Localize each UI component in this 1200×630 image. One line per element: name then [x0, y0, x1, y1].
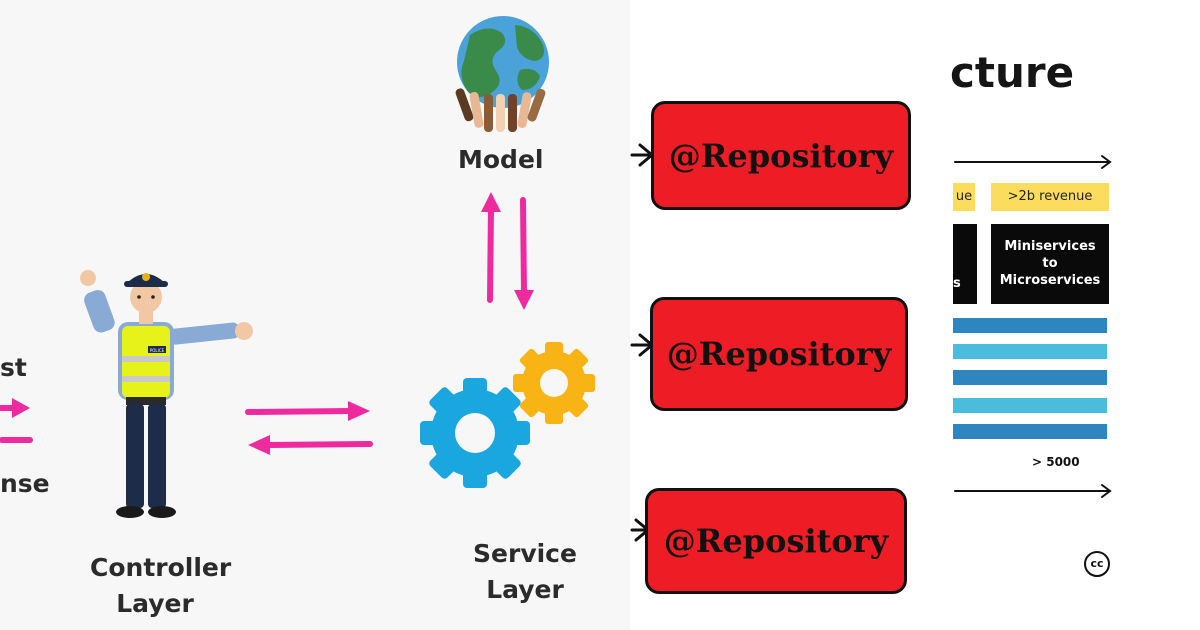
repository-input-arrows: [630, 143, 655, 542]
repository-label: @Repository: [666, 335, 892, 373]
controller-service-arrows: [245, 401, 373, 455]
globe-icon: [457, 16, 549, 108]
architecture-box-left: s: [953, 224, 977, 304]
repository-box: @Repository: [650, 297, 908, 411]
blue-gear-icon: [420, 378, 530, 488]
yellow-gear-icon: [513, 342, 595, 424]
service-band: [953, 398, 1107, 413]
service-layer-label: Service Layer: [473, 539, 577, 604]
repository-box: @Repository: [645, 488, 907, 594]
request-label-fragment: st: [0, 353, 27, 382]
architecture-box-left-text: s: [953, 276, 961, 291]
revenue-tag-right: >2b revenue: [991, 183, 1109, 211]
creative-commons-icon: cc: [1084, 551, 1110, 577]
service-band: [953, 370, 1107, 385]
revenue-tag-left: ue: [953, 183, 975, 211]
model-label: Model: [458, 145, 544, 174]
police-badge-text: POLICE: [150, 348, 165, 353]
bottom-timeline-arrowhead: [1101, 484, 1112, 498]
controller-layer-label: Controller Layer: [90, 553, 232, 618]
repository-label: @Repository: [668, 136, 894, 175]
service-count-label: > 5000: [1032, 455, 1080, 469]
service-band: [953, 424, 1107, 439]
repository-label: @Repository: [663, 522, 889, 560]
slide-title-fragment: cture: [950, 48, 1075, 97]
hands-icon: [455, 88, 546, 132]
request-response-arrows: [0, 398, 33, 443]
traffic-police-figure: POLICE: [80, 270, 253, 518]
model-service-arrows: [481, 192, 534, 310]
repository-box: @Repository: [651, 101, 911, 210]
mvc-diagram-canvas: POLICE: [0, 16, 595, 518]
architecture-box-right: Miniservices to Microservices: [991, 224, 1109, 304]
response-label-fragment: nse: [0, 469, 50, 498]
service-band: [953, 344, 1107, 359]
slide-arrows: [630, 143, 1112, 542]
mvc-diagram-panel: POLICE: [0, 16, 595, 618]
service-band: [953, 318, 1107, 333]
top-timeline-arrowhead: [1101, 155, 1112, 169]
